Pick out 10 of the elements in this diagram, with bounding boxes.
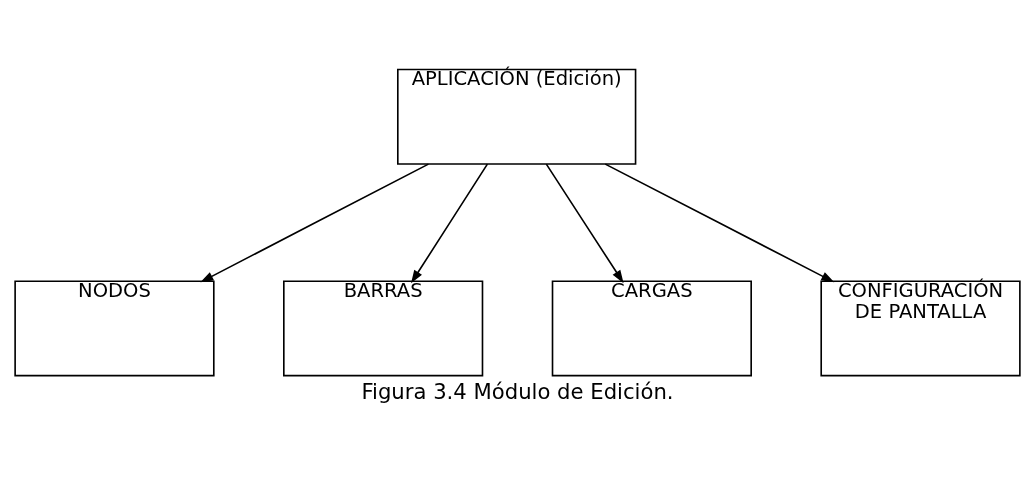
node-box: CONFIGURACIÓN DE PANTALLA bbox=[820, 279, 1021, 376]
arrow bbox=[200, 162, 430, 282]
node-box: APLICACIÓN (Edición) bbox=[397, 68, 637, 165]
caption: Figura 3.4 Módulo de Edición. bbox=[361, 378, 674, 404]
arrow bbox=[411, 162, 489, 283]
arrow bbox=[545, 162, 624, 283]
node-box: CARGAS bbox=[551, 279, 752, 376]
node-box: BARRAS bbox=[283, 279, 484, 376]
arrow bbox=[604, 162, 835, 282]
node-box: NODOS bbox=[14, 279, 215, 376]
